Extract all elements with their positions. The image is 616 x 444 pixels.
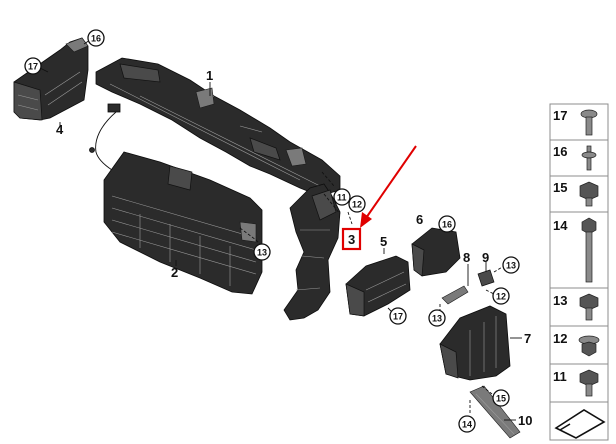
callout-12-bracket: 12 [348,195,366,213]
callout-13-grille: 13 [253,243,271,261]
callout-15: 15 [492,389,510,407]
table-row-13[interactable]: 13 [549,287,609,327]
clip-16-icon [581,145,597,171]
part-3-side-bracket[interactable] [283,183,341,321]
bolt-14-icon [581,217,597,283]
callout-13-bracket: 13 [428,309,446,327]
part-10-strut[interactable] [469,385,521,439]
hardware-table: 17 16 15 14 [549,103,609,441]
part-2-active-grille[interactable] [103,151,263,295]
table-row-11[interactable]: 11 [549,363,609,403]
callout-14: 14 [458,415,476,433]
part-7-air-guide[interactable] [439,305,511,381]
svg-text:12: 12 [496,292,506,302]
pointer-arrow [360,145,417,228]
part-4-air-duct[interactable] [13,37,89,121]
svg-text:16: 16 [91,34,101,44]
blank-panel-icon [554,409,606,439]
svg-text:14: 14 [553,218,568,233]
callout-12-clip: 12 [492,287,510,305]
svg-text:13: 13 [432,314,442,324]
table-row-14[interactable]: 14 [549,211,609,289]
part-label-5: 5 [380,234,387,249]
svg-text:15: 15 [496,394,506,404]
svg-text:15: 15 [553,180,567,195]
table-row-12[interactable]: 12 [549,325,609,365]
part-6-small-duct[interactable] [411,227,461,277]
part-8-bracket[interactable] [441,285,469,305]
table-row-15[interactable]: 15 [549,175,609,213]
part-label-3: 3 [348,232,355,247]
svg-text:13: 13 [506,261,516,271]
part-5-lower-duct[interactable] [345,255,411,317]
part-label-10: 10 [518,413,532,428]
callout-16-small-duct: 16 [438,215,456,233]
part-label-8: 8 [463,250,470,265]
callout-11: 11 [333,188,351,206]
table-row-17[interactable]: 17 [549,103,609,141]
part-1-carrier[interactable] [95,57,341,197]
svg-text:13: 13 [257,248,267,258]
svg-text:17: 17 [393,312,403,322]
highlight-part-3[interactable]: 3 [341,227,362,251]
part-label-9: 9 [482,250,489,265]
svg-text:17: 17 [553,108,567,123]
svg-text:12: 12 [553,331,567,346]
part-label-4: 4 [56,122,64,137]
part-label-7: 7 [524,331,531,346]
svg-text:11: 11 [553,369,567,384]
screw-13-icon [579,293,599,321]
table-row-16[interactable]: 16 [549,139,609,177]
nut-12-icon [578,335,600,357]
svg-text:13: 13 [553,293,567,308]
svg-text:12: 12 [352,200,362,210]
screw-17-icon [580,109,598,136]
svg-text:16: 16 [553,144,567,159]
part-9-clip[interactable] [477,269,495,287]
table-row-blank [549,401,609,441]
part-label-6: 6 [416,212,423,227]
wiring-harness [89,103,121,171]
nut-15-icon [579,181,599,207]
svg-text:17: 17 [28,62,38,72]
svg-text:16: 16 [442,220,452,230]
callout-17-duct: 17 [24,57,42,75]
callout-16-duct: 16 [87,29,105,47]
part-label-1: 1 [206,68,213,83]
callout-17-lower-duct: 17 [389,307,407,325]
part-label-2: 2 [171,265,178,280]
callout-13-clip: 13 [502,256,520,274]
svg-text:14: 14 [462,420,472,430]
screw-11-icon [579,369,599,397]
svg-text:11: 11 [337,193,347,203]
